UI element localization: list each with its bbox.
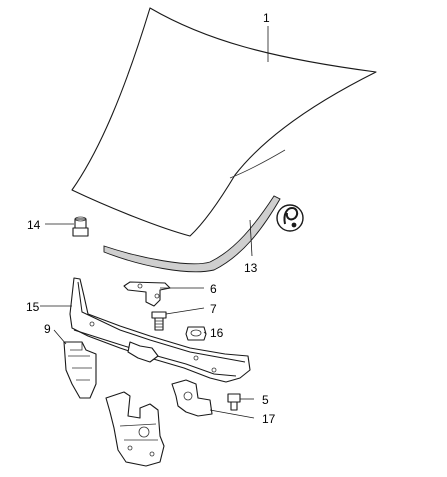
callout-6: 6 [210, 282, 217, 296]
cable-bracket [63, 341, 97, 399]
screw [227, 393, 241, 411]
leader-lines [40, 26, 269, 419]
nut-clip [185, 326, 207, 341]
hinge-bracket [123, 281, 171, 307]
callout-14: 14 [27, 218, 41, 232]
bracket [171, 379, 213, 417]
callout-9: 9 [44, 322, 51, 336]
callout-labels: 1 14 13 6 15 7 16 9 5 17 [26, 11, 276, 426]
lock-support-panel [69, 277, 251, 383]
callout-7: 7 [210, 302, 217, 316]
callout-5: 5 [262, 393, 269, 407]
lubricate-symbol-icon [276, 204, 304, 232]
callout-15: 15 [26, 300, 40, 314]
callout-1: 1 [263, 11, 270, 25]
hood-seal [103, 195, 281, 273]
bumper-stop [72, 216, 89, 237]
callout-13: 13 [244, 261, 258, 275]
bolt [151, 311, 167, 331]
hood-latch [105, 391, 165, 467]
callout-17: 17 [262, 412, 276, 426]
callout-16: 16 [210, 326, 224, 340]
hood-panel [71, 7, 377, 237]
